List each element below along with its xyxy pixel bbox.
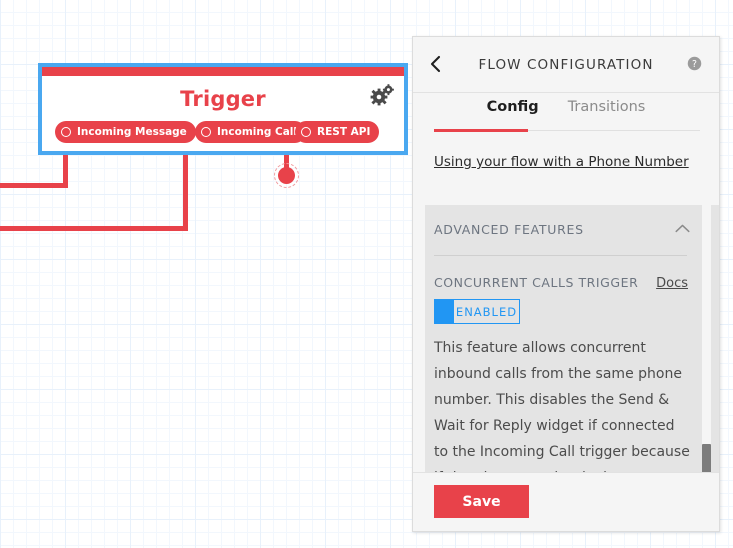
concurrent-calls-description: This feature allows concurrent inbound c… <box>434 340 690 486</box>
trigger-output-incoming-call[interactable]: Incoming Call <box>195 121 306 143</box>
panel-body: Using your flow with a Phone Number ADVA… <box>413 154 719 497</box>
tab-transitions[interactable]: Transitions <box>567 99 646 115</box>
trigger-output-label: REST API <box>317 126 371 138</box>
panel-tabs: Config Transitions <box>413 93 719 137</box>
trigger-output-label: Incoming Call <box>217 126 297 138</box>
trigger-widget[interactable]: Trigger <box>38 63 408 155</box>
connector-line-incoming-call-horizontal <box>0 226 188 231</box>
panel-footer: Save <box>413 472 719 531</box>
section-divider <box>434 255 687 256</box>
docs-link[interactable]: Docs <box>656 276 688 291</box>
trigger-header-bar <box>42 67 404 76</box>
page-title: FLOW CONFIGURATION <box>478 56 654 73</box>
save-button[interactable]: Save <box>434 485 529 518</box>
svg-text:?: ? <box>692 59 697 70</box>
circle-connector-icon <box>301 127 311 137</box>
panel-header: FLOW CONFIGURATION ? <box>413 37 719 93</box>
connector-line-rest-api-vertical <box>284 140 289 172</box>
rest-api-endpoint-ring <box>274 163 299 188</box>
connector-line-incoming-call-vertical <box>183 155 188 231</box>
tab-underline-active <box>434 129 528 132</box>
toggle-knob <box>435 300 454 323</box>
tab-config[interactable]: Config <box>486 99 539 115</box>
trigger-title: Trigger <box>180 87 266 111</box>
connector-line-incoming-message-horizontal <box>0 183 68 188</box>
toggle-state-label: ENABLED <box>455 304 518 319</box>
chevron-up-icon[interactable] <box>675 224 690 233</box>
circle-connector-icon <box>201 127 211 137</box>
trigger-output-incoming-message[interactable]: Incoming Message <box>55 121 196 143</box>
advanced-features-title: ADVANCED FEATURES <box>434 221 584 237</box>
concurrent-calls-trigger-row: CONCURRENT CALLS TRIGGER Docs <box>434 275 696 291</box>
panel-scrollbar-track[interactable] <box>702 205 711 497</box>
gears-icon[interactable] <box>370 84 394 106</box>
rest-api-endpoint-dot[interactable] <box>278 167 295 184</box>
tab-underline-track <box>434 130 700 131</box>
trigger-output-rest-api[interactable]: REST API <box>295 121 380 143</box>
concurrent-calls-toggle[interactable]: ENABLED <box>434 299 520 324</box>
phone-number-help-link[interactable]: Using your flow with a Phone Number <box>434 154 689 170</box>
trigger-output-label: Incoming Message <box>77 126 187 138</box>
advanced-features-header[interactable]: ADVANCED FEATURES <box>425 205 719 253</box>
concurrent-calls-trigger-label: CONCURRENT CALLS TRIGGER <box>434 275 639 290</box>
chevron-left-icon[interactable] <box>429 55 443 73</box>
connector-line-incoming-message-vertical <box>63 155 68 188</box>
panel-scrollbar-thumb[interactable] <box>702 444 711 497</box>
advanced-features-section: ADVANCED FEATURES CONCURRENT CALLS TRIGG… <box>425 205 719 497</box>
help-circle-icon[interactable]: ? <box>687 56 702 71</box>
flow-configuration-panel: FLOW CONFIGURATION ? Config Transitions … <box>412 36 720 532</box>
circle-connector-icon <box>61 127 71 137</box>
